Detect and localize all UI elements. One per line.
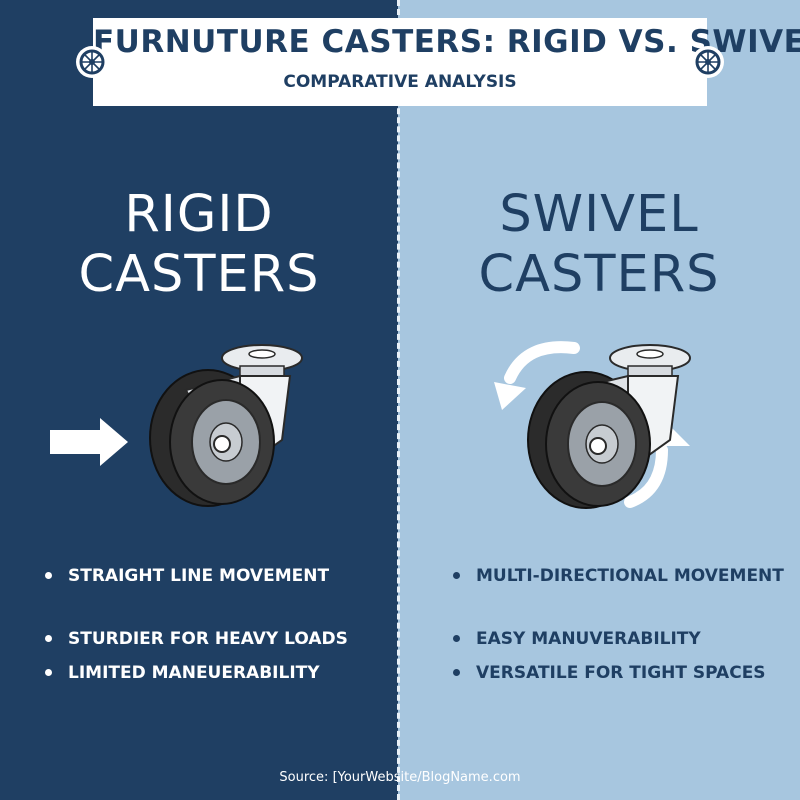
page-subtitle: COMPARATIVE ANALYSIS: [283, 72, 517, 92]
header-banner: FURNUTURE CASTERS: RIGID VS. SWIVEL COMP…: [93, 18, 800, 106]
swivel-illustration: [494, 341, 691, 509]
caster-wheel-icon: [149, 344, 303, 507]
swivel-heading-line2: CASTERS: [478, 245, 720, 304]
bullet-icon: [453, 669, 460, 676]
page-title: FURNUTURE CASTERS: RIGID VS. SWIVEL: [93, 24, 800, 60]
rigid-heading: RIGID CASTERS: [0, 185, 398, 305]
rigid-heading-line2: CASTERS: [78, 245, 320, 304]
bullet-icon: [45, 635, 52, 642]
rotate-arrows-icon: [504, 341, 668, 508]
rigid-heading-line1: RIGID: [124, 185, 274, 244]
bullet-icon: [45, 669, 52, 676]
list-item: LIMITED MANEUERABILITY: [45, 663, 320, 683]
center-divider: [397, 0, 400, 800]
wheel-icon: [692, 46, 724, 78]
list-item: MULTI-DIRECTIONAL MOVEMENT: [453, 566, 784, 586]
bullet-icon: [45, 572, 52, 579]
swivel-heading: SWIVEL CASTERS: [398, 185, 800, 305]
rigid-illustration: [50, 344, 303, 507]
swivel-heading-line1: SWIVEL: [499, 185, 699, 244]
list-item: STRAIGHT LINE MOVEMENT: [45, 566, 329, 586]
list-item: STURDIER FOR HEAVY LOADS: [45, 629, 348, 649]
list-item: VERSATILE FOR TIGHT SPACES: [453, 663, 766, 683]
list-item: EASY MANUVERABILITY: [453, 629, 701, 649]
source-credit: Source: [YourWebsite/BlogName.com: [279, 770, 521, 785]
arrow-right-icon: [50, 418, 128, 466]
wheel-icon: [76, 46, 108, 78]
bullet-icon: [453, 572, 460, 579]
caster-wheel-icon: [527, 344, 691, 509]
bullet-icon: [453, 635, 460, 642]
